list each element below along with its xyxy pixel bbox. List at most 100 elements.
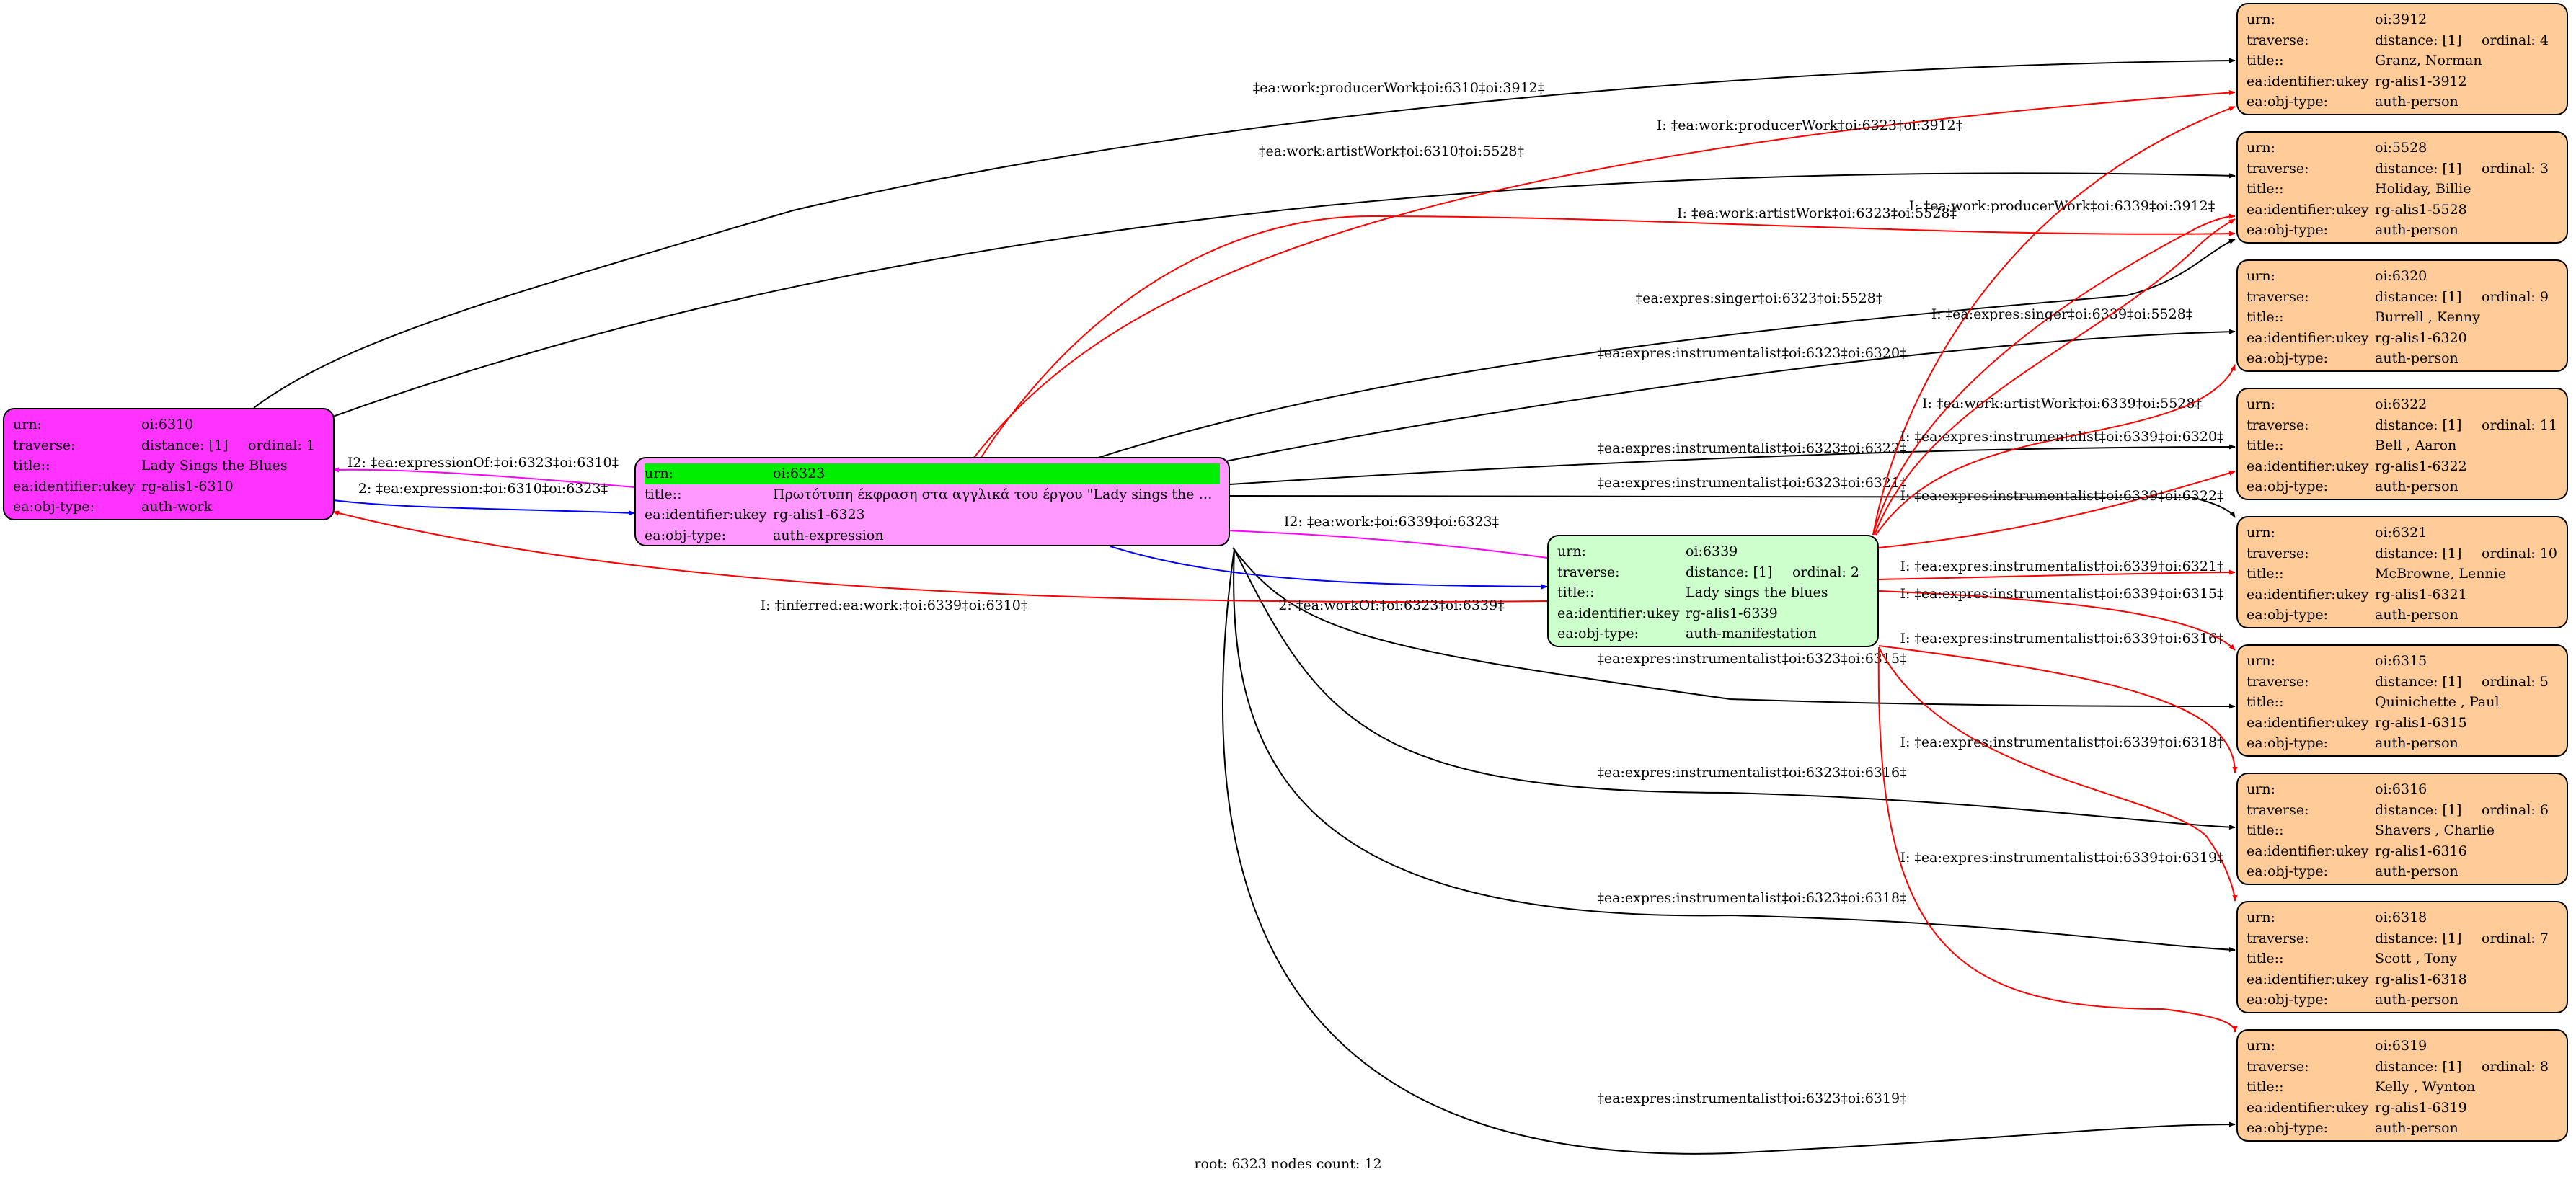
- edge-label: I: ‡ea:work:producerWork‡oi:6323‡oi:3912…: [1657, 117, 1963, 133]
- field-label: ea:obj-type:: [2247, 992, 2329, 1008]
- title-value: Kelly , Wynton: [2375, 1079, 2476, 1096]
- node-row-traverse: traverse:distance: [1]ordinal: 2: [1557, 562, 1869, 583]
- node-person-3912[interactable]: urn:oi:3912 traverse:distance: [1]ordina…: [2236, 3, 2568, 115]
- edge-label: I: ‡ea:expres:instrumentalist‡oi:6339‡oi…: [1900, 429, 2223, 445]
- field-label: ea:obj-type:: [2247, 479, 2329, 495]
- urn-value: oi:3912: [2375, 12, 2427, 27]
- field-label: ea:identifier:ukey: [13, 478, 136, 494]
- title-value: McBrowne, Lennie: [2375, 566, 2507, 582]
- field-label: ea:identifier:ukey: [2247, 458, 2369, 474]
- urn-value: oi:6315: [2375, 653, 2427, 669]
- node-manifestation-6339[interactable]: urn:oi:6339 traverse:distance: [1]ordina…: [1547, 535, 1879, 647]
- type-value: auth-person: [2375, 863, 2458, 880]
- field-label: ea:identifier:ukey: [2247, 971, 2369, 987]
- ordinal-value: ordinal: 1: [248, 437, 315, 453]
- edge-line: [332, 499, 635, 516]
- node-person-6318[interactable]: urn:oi:6318 traverse:distance: [1]ordina…: [2236, 901, 2568, 1013]
- edge-label: I: ‡ea:work:artistWork‡oi:6323‡oi:5528‡: [1677, 205, 1957, 221]
- field-label: traverse:: [2247, 32, 2309, 48]
- edge-label: ‡ea:work:artistWork‡oi:6310‡oi:5528‡: [1259, 143, 1524, 159]
- node-row-traverse: traverse:distance: [1]ordinal: 1: [13, 435, 324, 456]
- field-label: traverse:: [2247, 930, 2309, 946]
- ordinal-value: ordinal: 10: [2482, 545, 2558, 561]
- type-value: auth-person: [2375, 222, 2458, 239]
- field-label: traverse:: [1557, 564, 1620, 580]
- field-label: traverse:: [13, 437, 76, 453]
- node-expression-6323-root[interactable]: urn:oi:6323 title::Πρωτότυπη έκφραση στα…: [634, 457, 1230, 546]
- field-label: ea:identifier:ukey: [1557, 605, 1680, 621]
- node-row-traverse: traverse:distance: [1]ordinal: 9: [2247, 287, 2558, 308]
- field-label: traverse:: [2247, 417, 2309, 433]
- edge-label: I: ‡ea:expres:instrumentalist‡oi:6339‡oi…: [1900, 850, 2223, 866]
- edge-line: [1872, 213, 2236, 536]
- edge-line: [1877, 646, 2238, 1033]
- node-row-title: title::Burrell , Kenny: [2247, 307, 2558, 328]
- ordinal-value: ordinal: 4: [2482, 32, 2549, 48]
- node-row-type: ea:obj-type:auth-person: [2247, 220, 2558, 241]
- edge-line: [1234, 548, 2236, 830]
- title-value: Granz, Norman: [2375, 53, 2482, 69]
- edge-line: [1878, 645, 2238, 773]
- distance-value: distance: [1]: [1686, 564, 1773, 580]
- field-label: urn:: [13, 417, 42, 432]
- type-value: auth-person: [2375, 735, 2458, 752]
- edge-label: ‡ea:work:producerWork‡oi:6310‡oi:3912‡: [1253, 80, 1545, 96]
- node-person-6316[interactable]: urn:oi:6316 traverse:distance: [1]ordina…: [2236, 773, 2568, 885]
- title-value: Burrell , Kenny: [2375, 309, 2481, 326]
- edge-line: [1875, 364, 2236, 536]
- node-person-6322[interactable]: urn:oi:6322 traverse:distance: [1]ordina…: [2236, 388, 2568, 500]
- edge-label: I: ‡ea:work:producerWork‡oi:6339‡oi:3912…: [1909, 198, 2216, 214]
- field-label: urn:: [2247, 910, 2275, 925]
- node-row-urn: urn:oi:3912: [2247, 9, 2558, 30]
- field-label: ea:identifier:ukey: [2247, 73, 2369, 89]
- node-person-5528[interactable]: urn:oi:5528 traverse:distance: [1]ordina…: [2236, 131, 2568, 244]
- node-row-title: title::Granz, Norman: [2247, 50, 2558, 71]
- urn-value: oi:6319: [2375, 1038, 2427, 1054]
- field-label: ea:identifier:ukey: [2247, 201, 2369, 218]
- edge-label: I: ‡ea:expres:instrumentalist‡oi:6339‡oi…: [1900, 559, 2223, 574]
- field-label: urn:: [1557, 543, 1586, 559]
- node-work-6310[interactable]: urn:oi:6310 traverse:distance: [1]ordina…: [3, 408, 335, 520]
- field-label: traverse:: [2247, 801, 2309, 818]
- node-row-type: ea:obj-type:auth-person: [2247, 605, 2558, 626]
- field-label: urn:: [2247, 396, 2275, 412]
- ukey-value: rg-alis1-6320: [2375, 329, 2467, 346]
- field-label: title::: [13, 458, 50, 474]
- edge-line: [1110, 546, 1548, 590]
- edge-label: I2: ‡ea:expressionOf:‡oi:6323‡oi:6310‡: [348, 455, 619, 471]
- ordinal-value: ordinal: 11: [2482, 417, 2558, 433]
- node-person-6319[interactable]: urn:oi:6319 traverse:distance: [1]ordina…: [2236, 1029, 2568, 1142]
- node-row-urn: urn:oi:6321: [2247, 523, 2558, 543]
- field-label: ea:identifier:ukey: [2247, 329, 2369, 346]
- field-label: traverse:: [2247, 1058, 2309, 1075]
- ordinal-value: ordinal: 3: [2482, 160, 2549, 177]
- field-label: urn:: [2247, 268, 2275, 284]
- node-row-title: title::Scott , Tony: [2247, 948, 2558, 969]
- field-label: ea:obj-type:: [13, 499, 95, 515]
- field-label: ea:obj-type:: [645, 527, 727, 543]
- node-row-traverse: traverse:distance: [1]ordinal: 4: [2247, 30, 2558, 51]
- field-label: ea:obj-type:: [2247, 350, 2329, 367]
- edge-label: 2: ‡ea:expression:‡oi:6310‡oi:6323‡: [358, 481, 608, 497]
- field-label: title::: [2247, 309, 2284, 326]
- node-person-6315[interactable]: urn:oi:6315 traverse:distance: [1]ordina…: [2236, 644, 2568, 757]
- ukey-value: rg-alis1-3912: [2375, 73, 2467, 89]
- node-person-6321[interactable]: urn:oi:6321 traverse:distance: [1]ordina…: [2236, 516, 2568, 628]
- field-label: title::: [2247, 566, 2284, 582]
- node-row-urn: urn:oi:6319: [2247, 1036, 2558, 1057]
- node-person-6320[interactable]: urn:oi:6320 traverse:distance: [1]ordina…: [2236, 259, 2568, 372]
- field-label: ea:obj-type:: [2247, 94, 2329, 110]
- ordinal-value: ordinal: 6: [2482, 801, 2549, 818]
- edge-line: [980, 215, 2236, 459]
- field-label: traverse:: [2247, 288, 2309, 305]
- ukey-value: rg-alis1-6321: [2375, 586, 2467, 603]
- edge-line: [1222, 548, 2236, 1155]
- title-value: Lady Sings the Blues: [141, 458, 288, 474]
- node-row-title: title::Holiday, Billie: [2247, 179, 2558, 200]
- ordinal-value: ordinal: 8: [2482, 1058, 2549, 1075]
- graph-footer: root: 6323 nodes count: 12: [1194, 1156, 1382, 1172]
- type-value: auth-work: [141, 499, 213, 515]
- field-label: title::: [2247, 694, 2284, 711]
- node-row-ukey: ea:identifier:ukey rg-alis1-6320: [2247, 328, 2558, 349]
